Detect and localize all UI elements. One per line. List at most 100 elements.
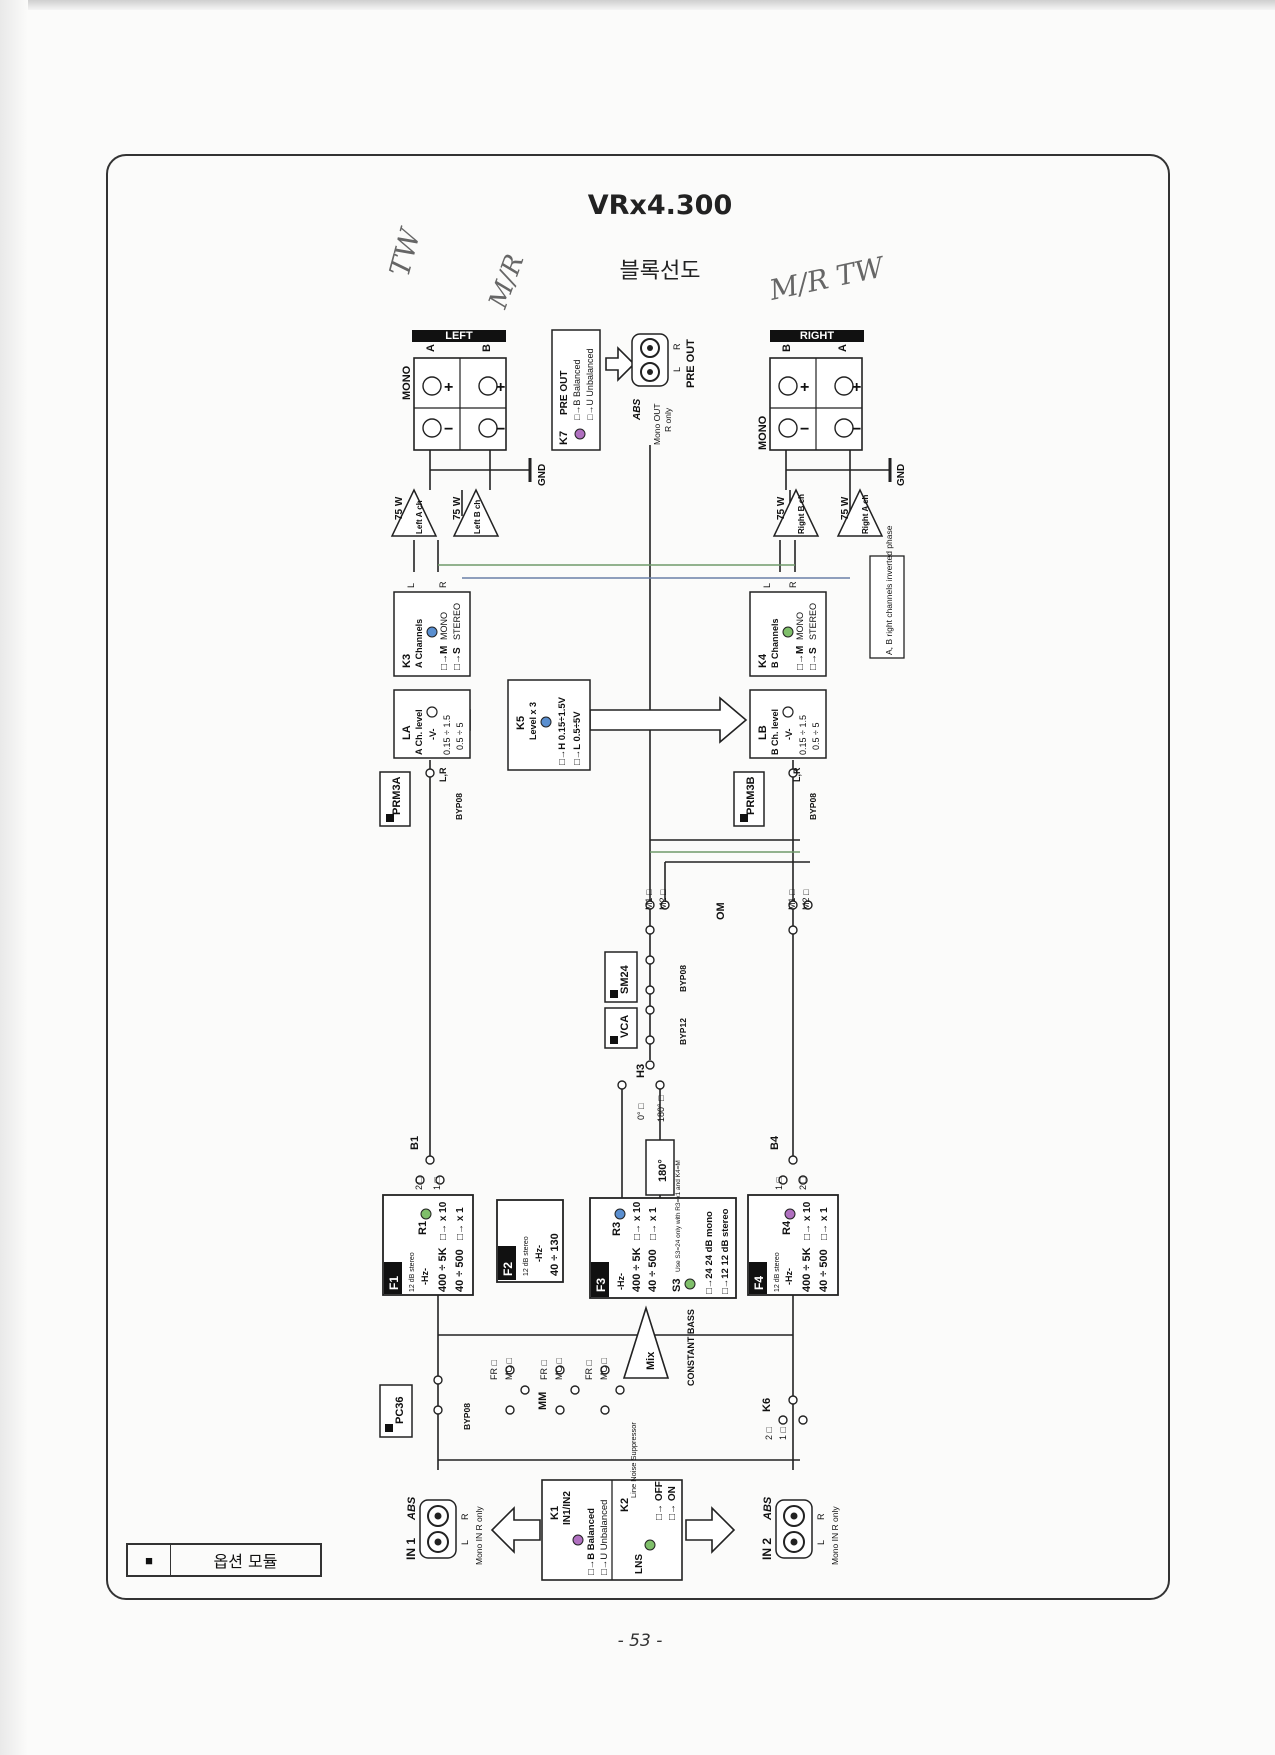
k2-name: K2: [619, 1498, 631, 1512]
left-a-label: A: [425, 344, 437, 352]
b4-p2: 2 □: [798, 1176, 808, 1190]
f2-db: 12 dB stereo: [523, 1236, 530, 1276]
h3-180-box: 180°: [657, 1159, 669, 1182]
preout-label: PRE OUT: [685, 339, 697, 388]
lb-r2: 0.5 ÷ 5: [811, 723, 821, 750]
mm-fr-2: FR □: [539, 1360, 549, 1380]
f4-a: 400 ÷ 5K: [801, 1247, 813, 1292]
k5-block: K5 Level x 3 □→H 0.15÷1.5V □→L 0.5÷5V: [507, 679, 591, 771]
k6-p2: 2 □: [764, 1426, 774, 1440]
f4-db: 12 dB stereo: [774, 1252, 781, 1292]
lb-r1: 0.15 ÷ 1.5: [798, 715, 808, 755]
f1-name: F1: [387, 1276, 401, 1290]
left-tag: LEFT: [445, 330, 473, 342]
f1-a: 400 ÷ 5K: [437, 1247, 449, 1292]
h3-deg180: 180° □: [656, 1095, 666, 1122]
la-title: A Ch. level: [414, 709, 424, 755]
om-switch: M1 □ M2 □ OM M1 □ M2 □: [644, 889, 811, 920]
sm24-name: SM24: [619, 964, 631, 994]
right-b-label: B: [781, 344, 793, 352]
left-plus-b: +: [496, 379, 505, 396]
right-plus-b: +: [800, 379, 809, 396]
in1-name: IN 1: [404, 1538, 418, 1560]
lb-title: B Ch. level: [770, 709, 780, 755]
om-right-m1: M1 □: [787, 889, 797, 910]
mm-mc-1: MC □: [504, 1358, 514, 1380]
f3-s3: S3: [671, 1279, 683, 1292]
h3-deg0: 0° □: [636, 1103, 646, 1120]
k4-name: K4: [757, 653, 769, 668]
left-output-block: LEFT + + − − A B MONO GND 75 W Left A ch…: [390, 330, 548, 537]
prm3b-block: PRM3B L,R BYP08: [733, 767, 818, 827]
right-minus-b: −: [800, 421, 809, 438]
mm-mc-2: MC □: [554, 1358, 564, 1380]
f4-name: F4: [752, 1276, 766, 1290]
f3-r: R3: [611, 1222, 623, 1236]
mm-switches: FR □ MC □ FR □ MC □ FR □ MC □ MM: [489, 1358, 609, 1410]
la-r2: 0.5 ÷ 5: [455, 723, 465, 750]
prm3a-lr: L,R: [438, 767, 448, 782]
f3-bx: □→ x 1: [648, 1207, 659, 1240]
right-gnd-label: GND: [896, 464, 907, 486]
b1-switch: B1 2 □ 1 □: [409, 1136, 442, 1190]
f3-m12: □→12 12 dB stereo: [720, 1208, 731, 1294]
k7-name: K7: [558, 431, 570, 445]
right-mono-label: MONO: [757, 415, 769, 450]
k3-title: A Channels: [414, 619, 424, 668]
k4-mono: MONO: [795, 612, 805, 640]
h3-switch: H3 0° □ 180° □ 180°: [635, 1064, 675, 1196]
prm3b-byp: BYP08: [808, 793, 818, 820]
k6-p1: 1 □: [778, 1426, 788, 1440]
k7-balanced: □→B Balanced: [572, 360, 582, 420]
k4-block: K4 B Channels MONO □→M STEREO □→S L R: [749, 581, 827, 677]
f1-hz: -Hz-: [420, 1268, 430, 1285]
k2-off: □→ OFF: [654, 1481, 665, 1520]
k3-name: K3: [401, 654, 413, 668]
f1-bx: □→ x 1: [455, 1207, 466, 1240]
k6-name: K6: [761, 1398, 773, 1412]
k1-k2-block: K1 IN1/IN2 □→B Balanced □→U Unbalanced K…: [541, 1422, 683, 1581]
k3-mono: MONO: [439, 612, 449, 640]
right-amp-a-label: Right A ch: [861, 494, 870, 534]
in1-jack: IN 1 ABS L R Mono IN R only: [404, 1496, 484, 1565]
k3-stereo: STEREO: [452, 603, 462, 640]
lb-v: -V-: [784, 728, 794, 740]
handwriting-left: TW: [383, 223, 428, 280]
la-block: LA A Ch. level -V- 0.15 ÷ 1.5 0.5 ÷ 5: [393, 689, 471, 759]
k4-m: □→M: [795, 646, 806, 670]
left-amp-b-power: 75 W: [452, 496, 463, 520]
prm3a-byp: BYP08: [454, 793, 464, 820]
f4-bx: □→ x 1: [819, 1207, 830, 1240]
right-output-block: RIGHT + + − − B A MONO GND 75 W Right B …: [757, 330, 907, 659]
om-label: OM: [715, 902, 727, 920]
om-left-m2: M2 □: [658, 889, 668, 910]
f3-s3-note: Use S3=24 only with R3=x1 and K4=M: [675, 1160, 682, 1272]
page-title: VRx4.300: [587, 190, 733, 221]
arrow-k1-in1: [490, 1506, 541, 1554]
f1-db: 12 dB stereo: [409, 1252, 416, 1292]
vca-name: VCA: [619, 1015, 631, 1038]
in1-r: R: [460, 1513, 470, 1520]
prm3a-name: PRM3A: [391, 776, 403, 815]
k1-title: IN1/IN2: [562, 1491, 573, 1525]
f4-ax: □→ x 10: [802, 1201, 813, 1240]
preout-jack: L R PRE OUT ABS Mono OUT R only: [631, 333, 697, 445]
mm-fr-1: FR □: [489, 1360, 499, 1380]
handwriting-right: M/R TW: [766, 250, 889, 307]
left-mono-label: MONO: [401, 365, 413, 400]
f1-b: 40 ÷ 500: [454, 1249, 466, 1292]
scan-edge-left: [0, 0, 28, 1755]
preout-ronly: R only: [663, 407, 673, 432]
k6-switch: K6 2 □ 1 □: [761, 1398, 788, 1440]
right-minus-a: −: [852, 421, 861, 438]
f2-a: 40 ÷ 130: [549, 1233, 561, 1276]
k3-s: □→S: [452, 647, 463, 670]
prm3a-block: PRM3A L,R BYP08: [379, 767, 464, 827]
page-number: - 53 -: [617, 1631, 663, 1651]
left-amp-a-power: 75 W: [394, 496, 405, 520]
k4-s: □→S: [808, 647, 819, 670]
la-v: -V-: [428, 728, 438, 740]
b1-p2: 2 □: [414, 1176, 424, 1190]
